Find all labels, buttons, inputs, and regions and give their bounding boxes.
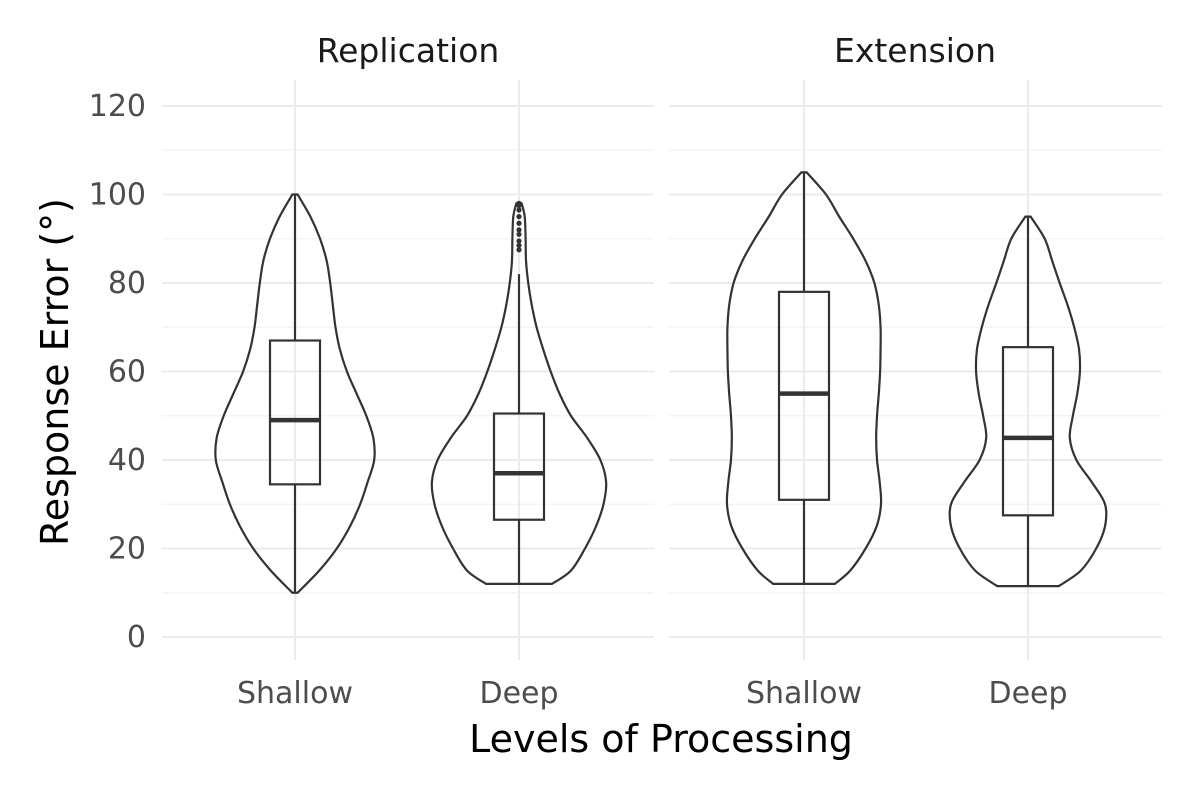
x-axis-title: Levels of Processing [469, 717, 853, 761]
facet-titles: Replication Extension [317, 31, 996, 70]
y-tick-label: 40 [108, 443, 146, 478]
x-tick-label: Deep [479, 676, 558, 711]
outlier-point [516, 231, 522, 237]
y-axis-title: Response Error (°) [33, 198, 77, 546]
outlier-point [516, 207, 522, 213]
y-tick-label: 120 [89, 89, 146, 124]
outlier-point [516, 214, 522, 220]
outlier-point [516, 200, 522, 206]
box-iqr [1001, 346, 1055, 517]
outlier-point [516, 247, 522, 253]
x-tick-label: Shallow [746, 676, 862, 711]
facet-title-extension: Extension [834, 31, 996, 70]
gridlines [162, 80, 1162, 660]
y-tick-label: 100 [89, 178, 146, 213]
outlier-point [516, 220, 522, 226]
outlier-point [516, 238, 522, 244]
facet-title-replication: Replication [317, 31, 500, 70]
y-tick-label: 60 [108, 355, 146, 390]
box-iqr [492, 412, 546, 521]
y-tick-label: 0 [127, 620, 146, 655]
outlier-point [516, 242, 522, 248]
outlier-point [516, 227, 522, 233]
x-tick-label: Shallow [237, 676, 353, 711]
y-tick-label: 20 [108, 532, 146, 567]
x-tick-label: Deep [988, 676, 1067, 711]
y-tick-label: 80 [108, 266, 146, 301]
y-axis-tick-labels: 0 20 40 60 80 100 120 [89, 89, 146, 655]
violin-marks [214, 171, 1108, 594]
box-iqr [268, 339, 322, 486]
x-axis-tick-labels: Shallow Deep Shallow Deep [237, 676, 1068, 711]
